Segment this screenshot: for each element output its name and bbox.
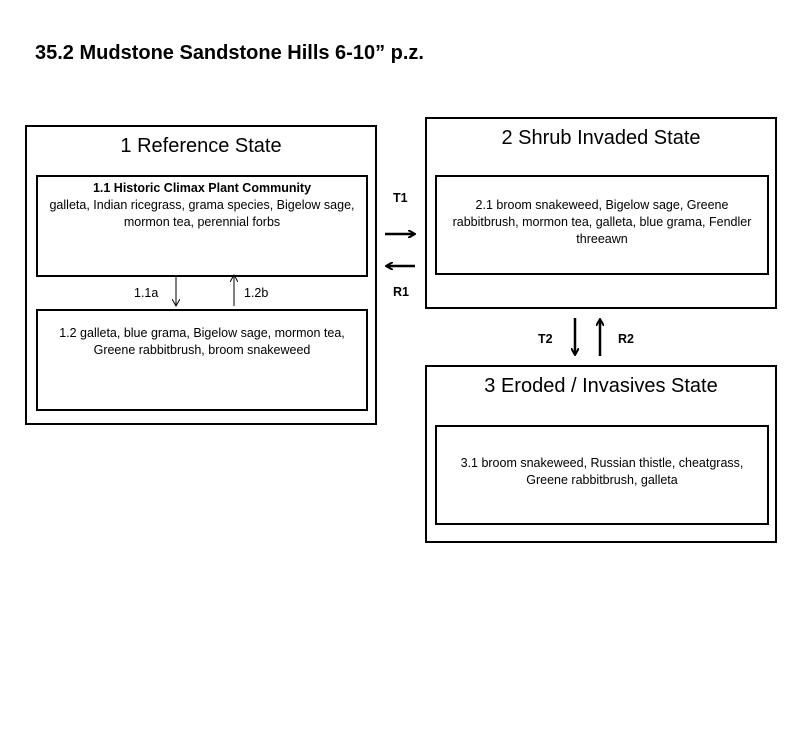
pathway-1-1a-label: 1.1a: [134, 286, 159, 300]
community-3-1-species: 3.1 broom snakeweed, Russian thistle, ch…: [460, 456, 744, 487]
community-1-1-species: galleta, Indian ricegrass, grama species…: [49, 198, 355, 229]
transition-t2-label: T2: [538, 332, 553, 346]
restoration-r2-label: R2: [618, 332, 634, 346]
state-3-title: 3 Eroded / Invasives State: [484, 375, 718, 397]
community-1-1-name: 1.1 Historic Climax Plant Community: [92, 181, 312, 195]
state-1-reference: 1 Reference State 1.1 Historic Climax Pl…: [25, 125, 377, 425]
state-2-shrub-invaded: 2 Shrub Invaded State 2.1 broom snakewee…: [425, 117, 777, 309]
community-2-1: 2.1 broom snakeweed, Bigelow sage, Green…: [435, 175, 769, 275]
state-2-title: 2 Shrub Invaded State: [501, 127, 701, 149]
community-2-1-species: 2.1 broom snakeweed, Bigelow sage, Green…: [452, 198, 752, 246]
state-1-title: 1 Reference State: [120, 135, 282, 157]
restoration-r1-label: R1: [393, 285, 409, 299]
community-1-2: 1.2 galleta, blue grama, Bigelow sage, m…: [36, 309, 368, 411]
community-3-1: 3.1 broom snakeweed, Russian thistle, ch…: [435, 425, 769, 525]
diagram-title: 35.2 Mudstone Sandstone Hills 6-10” p.z.: [35, 42, 424, 64]
community-1-1: 1.1 Historic Climax Plant Community gall…: [36, 175, 368, 277]
community-1-2-species: 1.2 galleta, blue grama, Bigelow sage, m…: [59, 326, 345, 357]
state-3-eroded-invasives: 3 Eroded / Invasives State 3.1 broom sna…: [425, 365, 777, 543]
pathway-1-2b-label: 1.2b: [244, 286, 269, 300]
transition-t1-label: T1: [393, 191, 408, 205]
